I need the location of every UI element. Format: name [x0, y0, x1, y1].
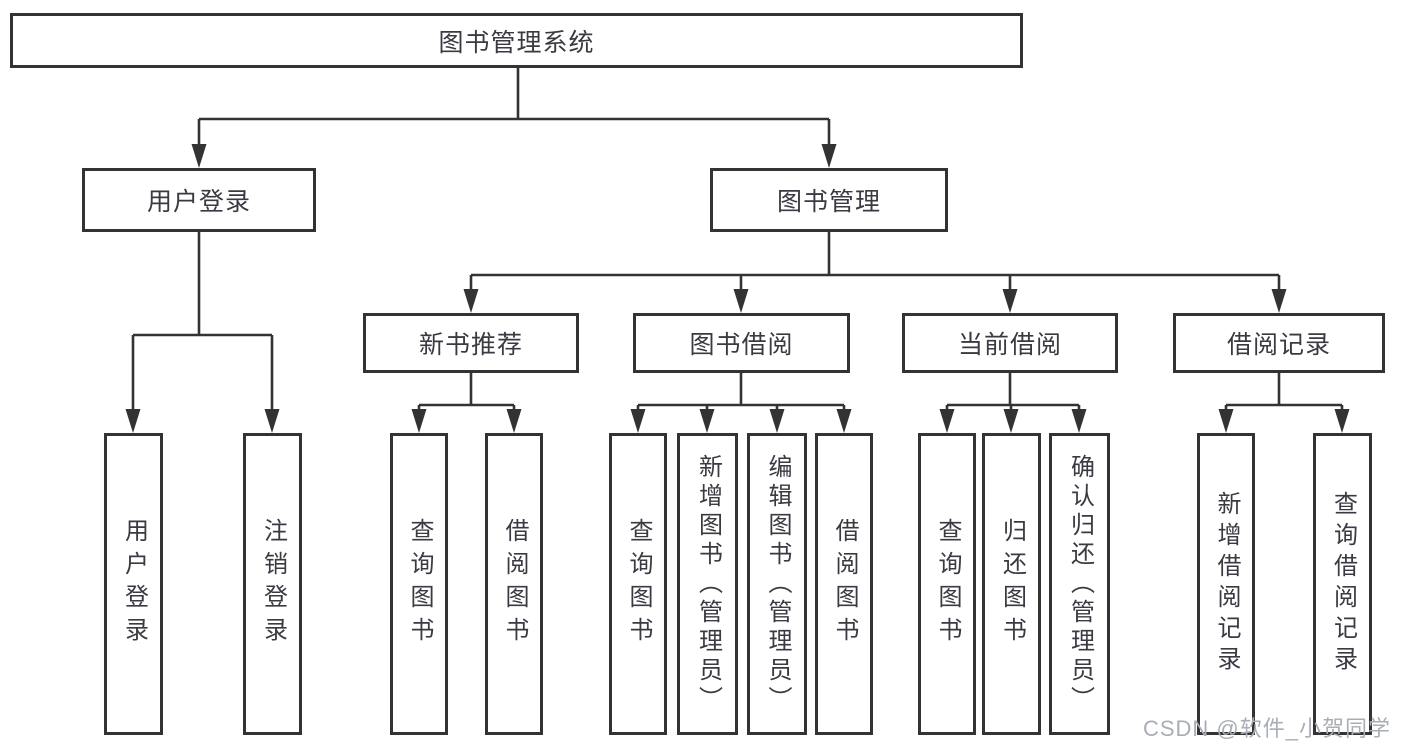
node-new-book-recommend: 新书推荐 [363, 313, 579, 373]
node-book-borrowing: 图书借阅 [633, 313, 850, 373]
node-current-borrowing: 当前借阅 [902, 313, 1118, 373]
leaf-logout: 注销登录 [243, 433, 302, 735]
leaf-query-books: 查询图书 [390, 433, 448, 735]
csdn-watermark: CSDN @软件_小贺同学 [1142, 716, 1391, 741]
leaf-user-login: 用户登录 [104, 433, 163, 735]
leaf-confirm-return-admin: 确认归还（管理员） [1049, 433, 1110, 735]
node-borrowing-records: 借阅记录 [1173, 313, 1385, 373]
leaf-return-books: 归还图书 [982, 433, 1041, 735]
leaf-borrow-books: 借阅图书 [485, 433, 543, 735]
node-user-login: 用户登录 [82, 168, 316, 232]
leaf-borrow-books-2: 借阅图书 [815, 433, 873, 735]
node-book-management: 图书管理 [710, 168, 948, 232]
leaf-query-books-2: 查询图书 [609, 433, 667, 735]
leaf-query-borrow-record: 查询借阅记录 [1313, 433, 1372, 735]
leaf-add-borrow-record: 新增借阅记录 [1197, 433, 1255, 735]
node-root-system: 图书管理系统 [10, 13, 1023, 68]
arrowheads [125, 144, 1350, 433]
leaf-query-books-3: 查询图书 [918, 433, 976, 735]
leaf-edit-books-admin: 编辑图书（管理员） [747, 433, 807, 735]
leaf-add-books-admin: 新增图书（管理员） [677, 433, 738, 735]
